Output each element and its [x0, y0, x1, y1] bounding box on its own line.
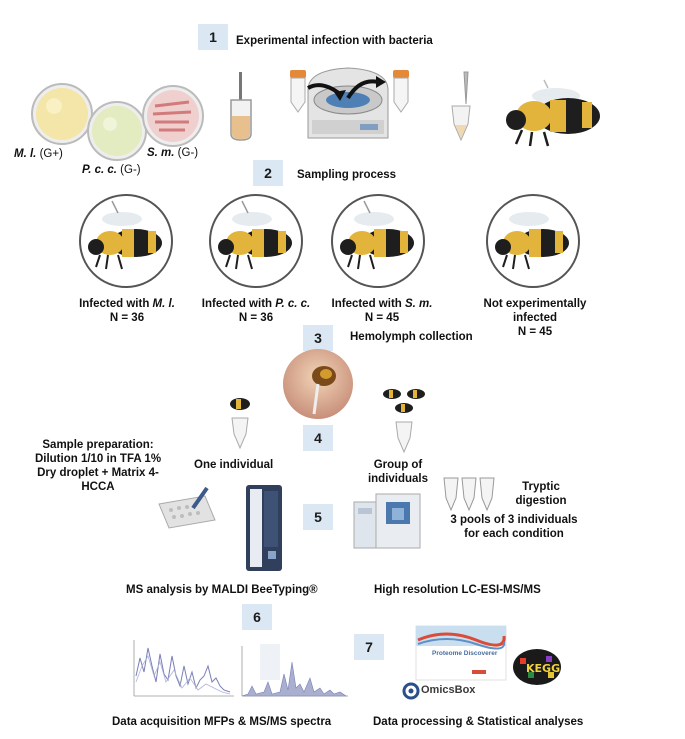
culture-tube-icon	[230, 72, 252, 141]
maldi-plate-icon	[158, 486, 216, 529]
msms-spectrum-plot	[241, 644, 348, 697]
step-1-title: Experimental infection with bacteria	[236, 35, 433, 47]
petri-dish-sm	[142, 85, 204, 147]
step-2-badge: 2	[253, 160, 283, 186]
group-bees-tube-icon	[383, 389, 425, 454]
step-3-title: Hemolymph collection	[350, 331, 473, 343]
petri-dish-pcc	[87, 101, 147, 161]
step-2-title: Sampling process	[297, 169, 397, 181]
one-individual-label: One individual	[194, 459, 274, 471]
step-5-badge: 5	[303, 504, 333, 530]
step-1-badge: 1	[198, 24, 228, 50]
maldi-analysis-label: MS analysis by MALDI BeeTyping®	[126, 584, 318, 596]
tryptic-tubes-icon	[443, 477, 495, 512]
group-label-ml: Infected with M. l. N = 36	[79, 298, 175, 324]
label-ml: M. l. (G+)	[14, 148, 63, 160]
step-6-badge: 6	[242, 604, 272, 630]
proteome-discoverer-logo	[415, 625, 507, 681]
proteome-discoverer-text: Proteome Discoverer	[432, 650, 498, 657]
pipette-eppendorf-icon	[451, 71, 471, 142]
label-pcc: P. c. c. (G-)	[82, 164, 141, 176]
omicsbox-logo-icon	[402, 682, 420, 700]
single-bee-tube-icon	[230, 398, 250, 450]
maldi-spectrum-plot	[133, 640, 234, 697]
group-label-pcc: Infected with P. c. c. N = 36	[201, 298, 311, 324]
group-circle-ml	[79, 194, 173, 288]
kegg-logo: KEGG	[513, 649, 561, 685]
bee-icon	[506, 79, 600, 147]
group-circle-control	[486, 194, 580, 288]
group-label-control: Not experimentally infected N = 45	[483, 298, 587, 338]
kegg-logo-text: KEGG	[526, 662, 560, 675]
acquisition-label: Data acquisition MFPs & MS/MS spectra	[112, 716, 332, 728]
group-circle-pcc	[209, 194, 303, 288]
group-circle-sm	[331, 194, 425, 288]
processing-label: Data processing & Statistical analyses	[373, 716, 584, 728]
step-3-badge: 3	[303, 325, 333, 351]
maldi-instrument-icon	[246, 485, 282, 571]
hemolymph-photo	[283, 349, 353, 419]
omicsbox-logo-text: OmicsBox	[421, 684, 476, 696]
label-sm: S. m. (G-)	[147, 147, 199, 159]
centrifuge-arrows	[307, 76, 386, 101]
sample-tube-icon-2	[393, 70, 409, 113]
pools-label: 3 pools of 3 individuals for each condit…	[450, 514, 578, 540]
group-individuals-label: Group of individuals	[367, 459, 429, 485]
petri-dish-ml	[31, 83, 93, 145]
lcms-instrument-icon	[353, 493, 421, 549]
group-label-sm: Infected with S. m. N = 45	[331, 298, 433, 324]
step-4-badge: 4	[303, 425, 333, 451]
sample-tube-icon	[290, 70, 306, 113]
step-7-badge: 7	[354, 634, 384, 660]
tryptic-digestion-label: Tryptic digestion	[515, 481, 567, 507]
sample-prep-text: Sample preparation: Dilution 1/10 in TFA…	[34, 439, 162, 493]
lcms-analysis-label: High resolution LC-ESI-MS/MS	[374, 584, 541, 596]
